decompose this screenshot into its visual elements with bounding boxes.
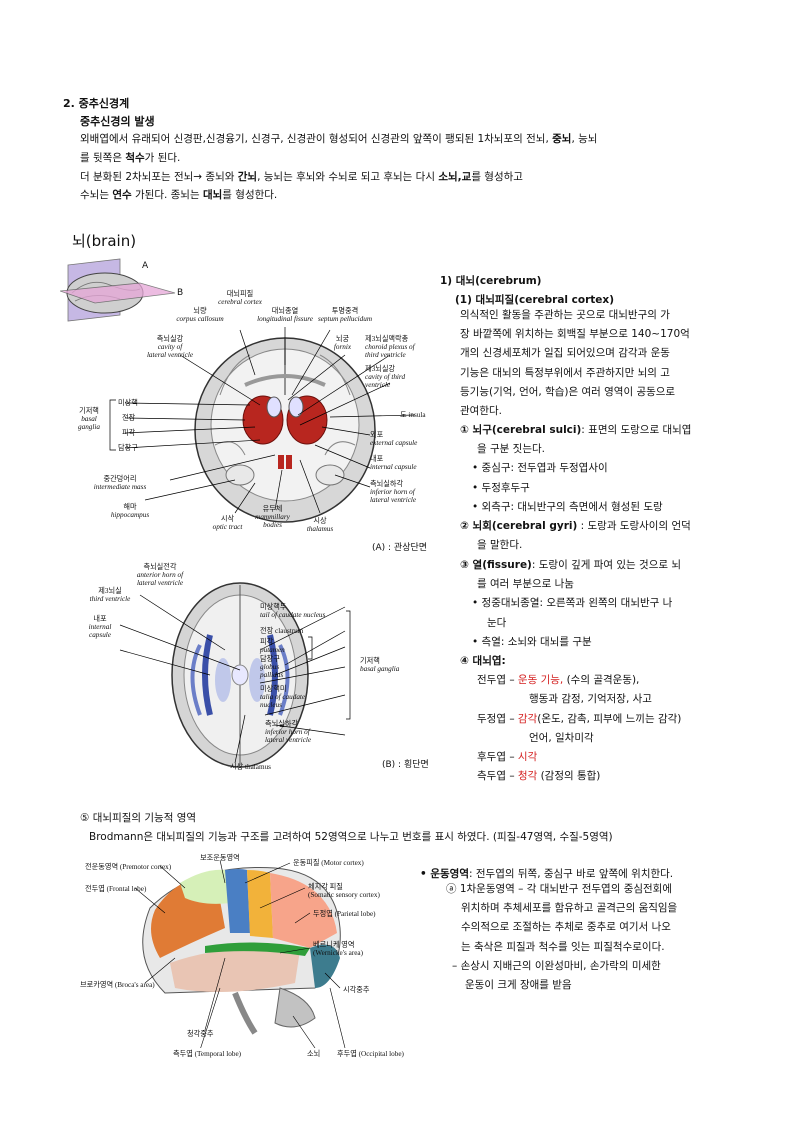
coronal-brain-drawing <box>60 258 416 523</box>
label-putamen: 전장 <box>122 414 136 422</box>
intro-line-4: 수뇌는 연수 가된다. 종뇌는 대뇌를 형성한다. <box>80 189 278 201</box>
intro-line-3: 더 분화된 2차뇌포는 전뇌→ 종뇌와 간뇌, 능뇌는 후뇌와 수뇌로 되고 후… <box>80 171 523 183</box>
lobes-item: ④ 대뇌엽: 전두엽 – 운동 기능, (수의 골격운동), 행동과 감정, 기… <box>460 655 682 783</box>
label-cerebellum: 소뇌 <box>307 1050 321 1058</box>
label-claustrum: 전장 claustrum <box>260 627 304 635</box>
label-auditory: 청각중추 <box>187 1030 214 1038</box>
plane-b-label: B <box>177 288 184 298</box>
functional-heading: ⑤ 대뇌피질의 기능적 영역 <box>80 812 197 824</box>
fissure-item: ③ 열(fissure): 도랑이 깊게 파여 있는 것으로 뇌 를 여러 부분… <box>460 559 682 648</box>
label-pitak: 피각 <box>122 429 136 437</box>
label-motor-cortex: 운동피질 (Motor cortex) <box>293 859 364 867</box>
orientation-brain-icon <box>60 258 176 322</box>
intro-line-1: 외배엽에서 유래되어 신경판,신경융기, 신경구, 신경관이 형성되어 신경관의… <box>80 133 598 145</box>
brain-heading: 뇌(brain) <box>72 232 137 250</box>
label-caudate: 미상핵 <box>118 399 138 407</box>
label-temporal: 측두엽 (Temporal lobe) <box>173 1050 242 1058</box>
label-frontal: 전두엽 (Frontal lobe) <box>85 885 147 893</box>
intro-line-2: 를 뒷쪽은 척수가 된다. <box>80 152 181 164</box>
label-broca: 브로카영역 (Broca's area) <box>80 981 155 989</box>
label-thalamus-h: 시상 thalamus <box>230 763 271 771</box>
coronal-caption: (A) : 관상단면 <box>372 543 428 553</box>
brodmann-text: Brodmann은 대뇌피질의 기능과 구조를 고려하여 52영역으로 나누고 … <box>89 831 613 843</box>
label-insula: 도 insula <box>400 411 426 419</box>
cerebrum-heading: 1) 대뇌(cerebrum) <box>440 275 542 287</box>
horizontal-brain-drawing <box>119 582 351 768</box>
section-title: 2. 중추신경계 <box>63 97 130 110</box>
label-globus: 담창구 <box>118 444 138 452</box>
coronal-section <box>194 337 376 523</box>
sulci-item: ① 뇌구(cerebral sulci): 표면의 도랑으로 대뇌엽 을 구분 … <box>460 424 692 513</box>
label-supplementary: 보조운동영역 <box>200 854 240 862</box>
primary-motor-text: ⓐ 1차운동영역 – 각 대뇌반구 전두엽의 중심전회에 위치하며 추체세포를 … <box>446 883 678 992</box>
lateral-brain-figure: 전운동영역 (Premotor cortex) 전두엽 (Frontal lob… <box>75 848 420 1058</box>
label-wernicke: 베르니케 영역(Wernicke's area) <box>313 941 363 957</box>
gyri-item: ② 뇌회(cerebral gyri) : 도랑과 도랑사이의 언덕 을 말한다… <box>460 520 691 552</box>
horizontal-caption: (B) : 횡단면 <box>382 760 429 770</box>
label-occipital: 후두엽 (Occipital lobe) <box>337 1050 404 1058</box>
plane-a-label: A <box>142 261 149 271</box>
label-visual: 시각중추 <box>343 986 370 994</box>
cortex-paragraph: 의식적인 활동을 주관하는 곳으로 대뇌반구의 가 장 바깥쪽에 위치하는 회백… <box>460 309 690 418</box>
label-parietal: 두정엽 (Parietal lobe) <box>313 910 376 918</box>
label-premotor: 전운동영역 (Premotor cortex) <box>85 863 172 871</box>
motor-area-line: • 운동영역: 전두엽의 뒤쪽, 중심구 바로 앞쪽에 위치한다. <box>420 868 674 880</box>
cerebral-cortex-heading: (1) 대뇌피질(cerebral cortex) <box>455 294 615 306</box>
lateral-brain-drawing <box>134 859 346 1048</box>
label-somatic: 체지각 피질(Somatic sensory cortex) <box>308 883 380 899</box>
subsection-title: 중추신경의 발생 <box>80 115 155 128</box>
